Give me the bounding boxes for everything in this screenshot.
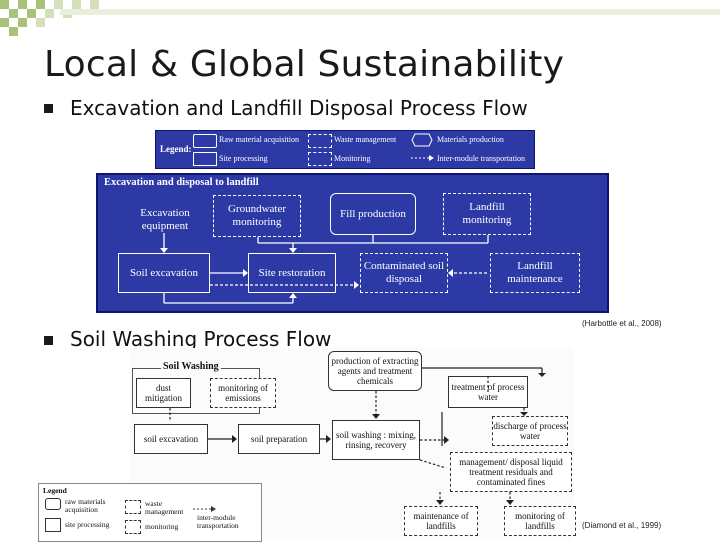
- dashed-arrow-icon: [411, 155, 434, 161]
- legend-site-processing: Site processing: [219, 154, 268, 163]
- checkerboard-decoration: [0, 0, 720, 36]
- excavation-equipment: Excavation equipment: [140, 207, 190, 232]
- legend-monitoring: Monitoring: [334, 154, 371, 163]
- monitoring-landfills: monitoring of landfills: [504, 506, 576, 536]
- excavation-flow-diagram: Excavation and disposal to landfill Exca…: [96, 173, 609, 313]
- slide-title: Local & Global Sustainability: [44, 44, 565, 85]
- legend-symbol: [193, 134, 217, 148]
- flow-arrows: [169, 367, 546, 505]
- soil-preparation: soil preparation: [238, 424, 320, 454]
- figure2-legend: Legend raw materials acquisition site pr…: [38, 483, 262, 542]
- bullet-soil-washing: Soil Washing Process Flow: [70, 327, 332, 351]
- legend-symbol: [308, 134, 332, 148]
- discharge-process-water: discharge of process water: [492, 416, 568, 446]
- monitoring-emissions: monitoring of emissions: [210, 378, 276, 408]
- legend-raw-materials: raw materials acquisition: [65, 497, 106, 514]
- legend-waste-management: waste management: [145, 499, 184, 516]
- contaminated-soil-disposal: Contaminated soil disposal: [360, 253, 448, 293]
- legend-heading: Legend:: [160, 144, 192, 154]
- citation-harbottle: (Harbottle et al., 2008): [582, 319, 662, 328]
- dust-mitigation: dust mitigation: [136, 378, 191, 408]
- legend-materials-production: Materials production: [437, 135, 504, 144]
- management-disposal: management/ disposal liquid treatment re…: [450, 452, 572, 492]
- legend-symbol: [125, 520, 141, 534]
- hexagon-icon: [411, 133, 433, 147]
- site-restoration: Site restoration: [248, 253, 336, 293]
- legend-symbol: [45, 498, 61, 510]
- legend-symbol: [125, 500, 141, 514]
- soil-excavation: soil excavation: [134, 424, 208, 454]
- dashed-arrow-icon: [193, 506, 216, 512]
- legend-monitoring: monitoring: [145, 522, 179, 531]
- flow-arrows: [160, 233, 489, 304]
- legend-heading: Legend: [43, 486, 67, 495]
- legend-site-processing: site processing: [65, 520, 110, 529]
- bullet-marker: [44, 104, 53, 113]
- maintenance-landfills: maintenance of landfills: [404, 506, 478, 536]
- legend-symbol: [45, 518, 61, 532]
- production-chemicals: production of extracting agents and trea…: [328, 351, 422, 391]
- fill-production: Fill production: [330, 193, 416, 235]
- soil-excavation: Soil excavation: [118, 253, 210, 293]
- legend-waste-management: Waste management: [334, 135, 397, 144]
- landfill-maintenance: Landfill maintenance: [490, 253, 580, 293]
- legend-symbol: [308, 152, 332, 166]
- legend-symbol: [193, 152, 217, 166]
- citation-diamond: (Diamond et al., 1999): [582, 521, 662, 530]
- legend-raw-material: Raw material acquisition: [219, 135, 299, 144]
- figure1-legend: Legend: Raw material acquisition Site pr…: [155, 130, 535, 169]
- bullet-excavation: Excavation and Landfill Disposal Process…: [70, 96, 528, 120]
- soil-washing-step: soil washing : mixing, rinsing, recovery: [332, 420, 420, 460]
- diagram-title: Soil Washing: [161, 361, 221, 372]
- groundwater-monitoring: Groundwater monitoring: [213, 195, 301, 237]
- landfill-monitoring: Landfill monitoring: [443, 193, 531, 235]
- bullet-marker: [44, 336, 53, 345]
- legend-inter-module: Inter-module transportation: [437, 154, 526, 163]
- legend-inter-module: inter-module transportation: [197, 513, 239, 530]
- diagram-title: Excavation and disposal to landfill: [104, 177, 259, 188]
